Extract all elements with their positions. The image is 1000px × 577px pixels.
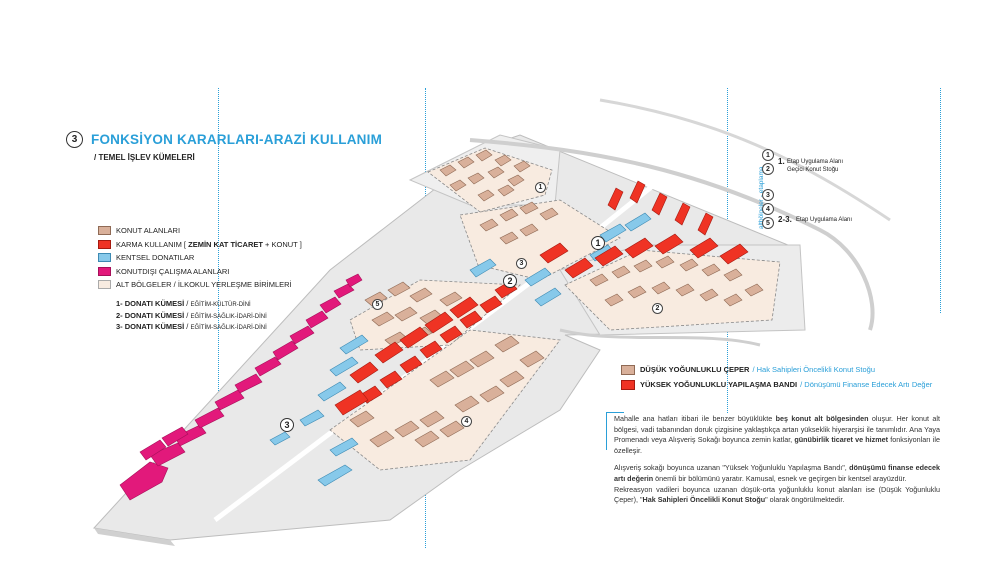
legend-label-suffix: + KONUT ] [262,239,302,249]
legend-label: ALT BÖLGELER / İLKOKUL YERLEŞME BİRİMLER… [116,280,292,290]
stage23-number: 2-3. [778,215,792,224]
cluster-name: 3- DONATI KÜMESİ [116,322,185,331]
cluster-item: 2- DONATI KÜMESİ / EĞİTİM-SAĞLIK-İDARİ-D… [116,310,267,320]
legend-item: KONUT ALANLARI [98,224,302,238]
density-label: YÜKSEK YOĞUNLUKLU YAPILAŞMA BANDI [640,380,798,389]
section-header: 3 FONKSİYON KARARLARI-ARAZİ KULLANIM [66,131,382,148]
sub-zone-3 [459,199,621,281]
cluster-detail: EĞİTİM-KÜLTÜR-DİNİ [190,302,251,308]
paragraph-3: Rekreasyon vadileri boyunca uzanan düşük… [614,485,940,506]
cluster-detail: EĞİTİM-SAĞLIK-İDARİ-DİNİ [190,313,267,320]
donati-marker-1: 1 [591,236,605,250]
paragraph-1: Mahalle ana hatları itibari ile benzer b… [614,414,940,456]
legend-item: KENTSEL DONATILAR [98,251,302,265]
text-run-bold: beş konut alt bölgesinden [775,414,869,423]
guide-line [940,88,941,313]
legend-item: KARMA KULLANIM [ ZEMİN KAT TİCARET + KON… [98,238,302,252]
donati-marker-3: 3 [280,418,294,432]
stage-marker: 2 [762,163,774,175]
text-run-bold: dönüşümü finanse edecek artı değerin [614,463,941,483]
stage1-number: 1. [778,157,785,166]
density-label: DÜŞÜK YOĞUNLUKLU ÇEPER [640,365,750,374]
stage-marker: 1 [762,149,774,161]
text-bracket [606,412,607,450]
text-run: Rekreasyon vadileri boyunca uzanan düşük… [614,484,940,505]
zone-marker-5: 5 [372,299,383,310]
density-legend-item: YÜKSEK YOĞUNLUKLU YAPILAŞMA BANDI / Dönü… [621,377,932,392]
legend-swatch-calisma [98,266,111,276]
ring-road [599,98,891,222]
legend-label-prefix: KARMA KULLANIM [ [116,239,189,249]
section-number: 3 [66,131,83,148]
text-run: " olarak öngörülmektedir. [765,495,845,505]
stage-marker: 4 [762,203,774,215]
text-bracket [606,412,624,413]
text-run-bold: günübirlik ticaret ve hizmet [794,435,889,445]
model-shadow [94,528,175,546]
zone-marker-3: 3 [516,258,527,269]
legend-item: ALT BÖLGELER / İLKOKUL YERLEŞME BİRİMLER… [98,278,302,292]
text-run-bold: Hak Sahipleri Öncelikli Konut Stoğu [642,495,766,505]
work-area-blocks [119,273,363,501]
legend-label-bold: ZEMİN KAT TİCARET [188,239,263,249]
donati-marker-2: 2 [503,274,517,288]
density-swatch-low [621,364,635,375]
stage-marker: 5 [762,217,774,229]
cluster-item: 1- DONATI KÜMESİ / EĞİTİM-KÜLTÜR-DİNİ [116,299,251,308]
page-title: FONKSİYON KARARLARI-ARAZİ KULLANIM [91,132,383,147]
legend-swatch-donati [98,253,111,263]
zone-marker-4: 4 [461,416,472,427]
text-run: Mahalle ana hatları itibari ile benzer b… [614,414,776,423]
valley-path [559,328,761,347]
land-use-legend: KONUT ALANLARI KARMA KULLANIM [ ZEMİN KA… [98,224,302,292]
page-subtitle: / TEMEL İŞLEV KÜMELERİ [94,153,195,162]
cluster-list: 1- DONATI KÜMESİ / EĞİTİM-KÜLTÜR-DİNİ 2-… [116,299,267,334]
legend-label: KONUTDIŞI ÇALIŞMA ALANLARI [116,266,230,276]
density-legend: DÜŞÜK YOĞUNLUKLU ÇEPER / Hak Sahipleri Ö… [621,362,932,392]
density-sub: / Hak Sahipleri Öncelikli Konut Stoğu [752,365,876,374]
cluster-name: 2- DONATI KÜMESİ [116,310,185,320]
stage1-line1: Etap Uygulama Alanı [787,159,844,165]
legend-swatch-karma [98,239,111,249]
text-run: oluşur. Her konut alt bölgesi, vadi taba… [614,414,941,445]
cluster-detail: EĞİTİM-SAĞLIK-İDARİ-DİNİ [190,325,267,331]
paragraph-2: Alışveriş sokağı boyunca uzanan "Yüksek … [614,463,940,484]
legend-label: KENTSEL DONATILAR [116,253,195,263]
density-legend-item: DÜŞÜK YOĞUNLUKLU ÇEPER / Hak Sahipleri Ö… [621,362,932,377]
legend-swatch-konut [98,226,111,236]
civic-facility-blocks [269,212,652,487]
text-run: önemli bir bölümünü yaratır. Kamusal, es… [653,473,907,483]
legend-label: KONUT ALANLARI [116,226,181,236]
housing-blocks [349,149,764,448]
legend-label: KARMA KULLANIM [ ZEMİN KAT TİCARET + KON… [116,240,302,249]
description-text: Mahalle ana hatları itibari ile benzer b… [614,414,940,506]
legend-item: KONUTDIŞI ÇALIŞMA ALANLARI [98,265,302,279]
stage23-label: Etap Uygulama Alanı [796,217,853,223]
zone-marker-2: 2 [652,303,663,314]
legend-swatch-alt-bolge [98,280,111,290]
cluster-name: 1- DONATI KÜMESİ [116,299,185,308]
zone-marker-1: 1 [535,182,546,193]
mixed-use-blocks [334,180,749,416]
text-run: Alışveriş sokağı boyunca uzanan "Yüksek … [614,463,850,473]
guide-line [218,88,219,483]
density-swatch-high [621,379,635,390]
cluster-item: 3- DONATI KÜMESİ / EĞİTİM-SAĞLIK-İDARİ-D… [116,322,267,331]
stage1-line2: Geçici Konut Stoğu [787,167,839,173]
stage-marker: 3 [762,189,774,201]
text-run: fonksiyonları ile özelleşir. [614,435,940,455]
density-sub: / Dönüşümü Finanse Edecek Artı Değer [800,380,933,389]
